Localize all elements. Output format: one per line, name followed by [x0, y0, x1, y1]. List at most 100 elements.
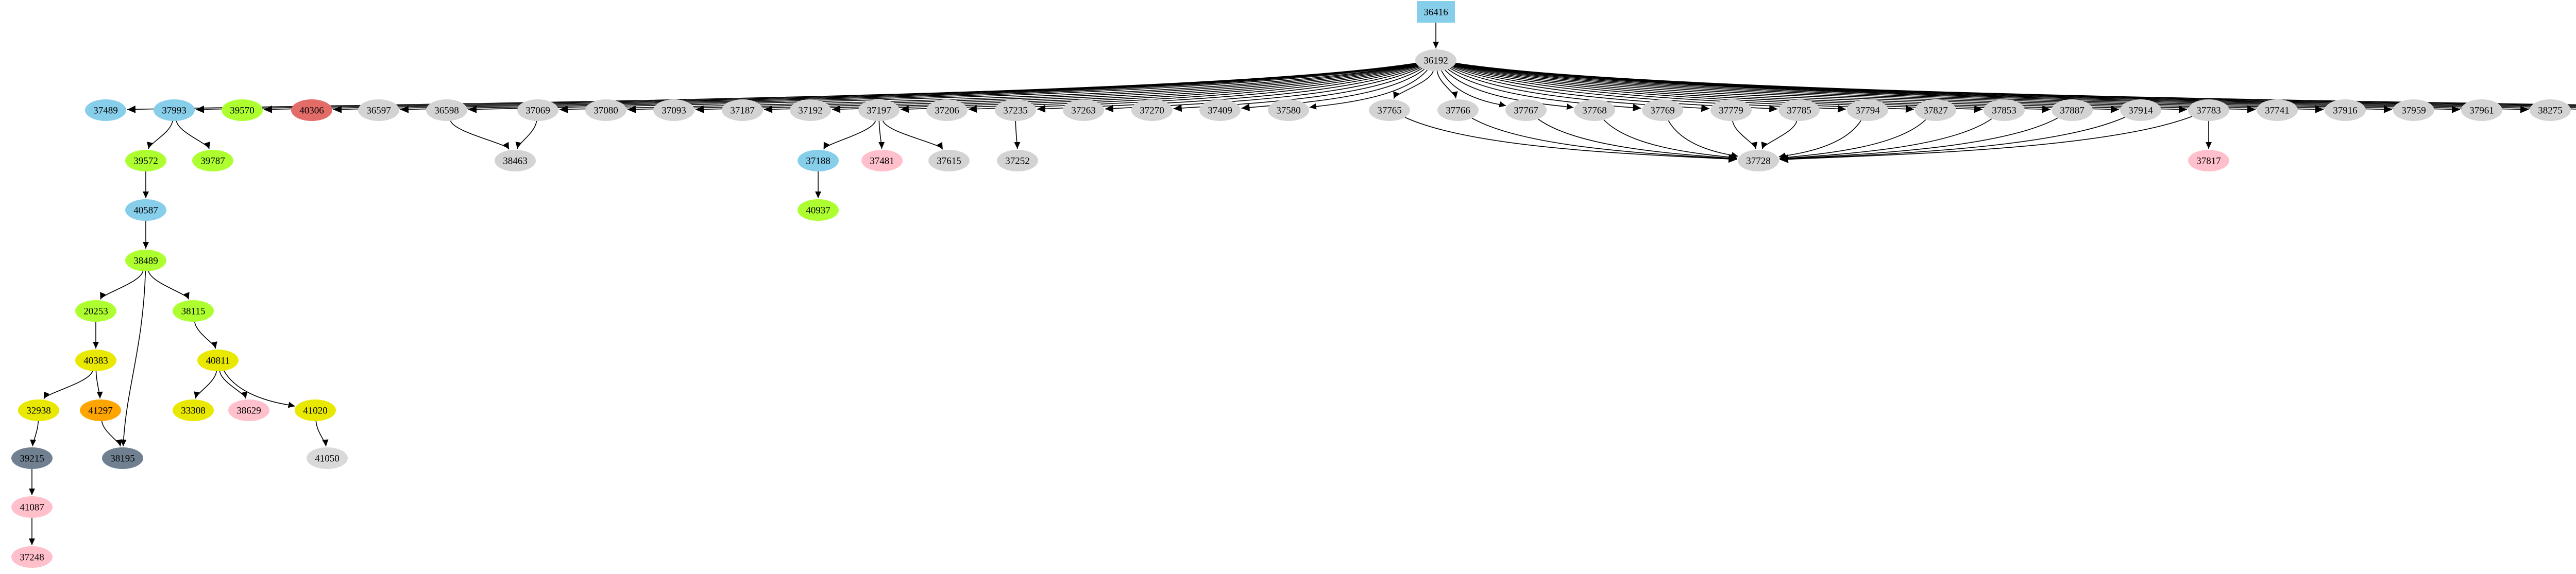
graph-node-37916[interactable]: 37916	[2325, 99, 2366, 121]
node-ellipse-37080[interactable]	[585, 99, 626, 121]
node-ellipse-36192[interactable]	[1415, 49, 1456, 71]
node-ellipse-37187[interactable]	[722, 99, 763, 121]
node-ellipse-41020[interactable]	[295, 399, 336, 421]
graph-node-37993[interactable]: 37993	[154, 99, 195, 121]
node-ellipse-41297[interactable]	[80, 399, 121, 421]
graph-node-37263[interactable]: 37263	[1063, 99, 1104, 121]
graph-node-37914[interactable]: 37914	[2120, 99, 2161, 121]
graph-node-37069[interactable]: 37069	[517, 99, 558, 121]
graph-node-37192[interactable]: 37192	[790, 99, 831, 121]
node-ellipse-39215[interactable]	[11, 447, 53, 469]
graph-node-37270[interactable]: 37270	[1131, 99, 1173, 121]
node-ellipse-38489[interactable]	[125, 250, 166, 271]
graph-node-36597[interactable]: 36597	[358, 99, 399, 121]
graph-node-37728[interactable]: 37728	[1738, 150, 1779, 171]
graph-node-32938[interactable]: 32938	[18, 399, 59, 421]
node-ellipse-38275[interactable]	[2530, 99, 2571, 121]
node-ellipse-40811[interactable]	[197, 350, 239, 371]
node-ellipse-39572[interactable]	[125, 150, 166, 171]
graph-node-37248[interactable]: 37248	[11, 546, 53, 568]
graph-node-20253[interactable]: 20253	[75, 300, 116, 322]
graph-node-40383[interactable]: 40383	[75, 350, 116, 371]
graph-node-37409[interactable]: 37409	[1199, 99, 1241, 121]
node-ellipse-37481[interactable]	[861, 150, 903, 171]
graph-node-41087[interactable]: 41087	[11, 496, 53, 518]
node-ellipse-36598[interactable]	[426, 99, 467, 121]
graph-node-36416[interactable]: 36416	[1417, 1, 1455, 23]
node-ellipse-37263[interactable]	[1063, 99, 1104, 121]
node-ellipse-37741[interactable]	[2257, 99, 2298, 121]
node-ellipse-40306[interactable]	[291, 99, 332, 121]
node-ellipse-37270[interactable]	[1131, 99, 1173, 121]
node-ellipse-37197[interactable]	[858, 99, 900, 121]
graph-node-37197[interactable]: 37197	[858, 99, 900, 121]
graph-node-37769[interactable]: 37769	[1642, 99, 1683, 121]
node-ellipse-36597[interactable]	[358, 99, 399, 121]
graph-node-36192[interactable]: 36192	[1415, 49, 1456, 71]
node-ellipse-37765[interactable]	[1369, 99, 1410, 121]
graph-node-39572[interactable]: 39572	[125, 150, 166, 171]
graph-node-33308[interactable]: 33308	[173, 399, 214, 421]
node-ellipse-40937[interactable]	[798, 199, 839, 221]
graph-node-37779[interactable]: 37779	[1710, 99, 1752, 121]
graph-node-37959[interactable]: 37959	[2393, 99, 2434, 121]
node-ellipse-37069[interactable]	[517, 99, 558, 121]
graph-node-38489[interactable]: 38489	[125, 250, 166, 271]
graph-node-37481[interactable]: 37481	[861, 150, 903, 171]
graph-node-37853[interactable]: 37853	[1984, 99, 2025, 121]
graph-node-40811[interactable]: 40811	[197, 350, 239, 371]
graph-node-37580[interactable]: 37580	[1268, 99, 1309, 121]
graph-node-39215[interactable]: 39215	[11, 447, 53, 469]
node-ellipse-37768[interactable]	[1574, 99, 1615, 121]
graph-node-38115[interactable]: 38115	[173, 300, 214, 322]
graph-node-39570[interactable]: 39570	[222, 99, 263, 121]
graph-node-37080[interactable]: 37080	[585, 99, 626, 121]
node-ellipse-37817[interactable]	[2188, 150, 2229, 171]
node-ellipse-37827[interactable]	[1915, 99, 1956, 121]
graph-node-37741[interactable]: 37741	[2257, 99, 2298, 121]
graph-node-37093[interactable]: 37093	[653, 99, 694, 121]
graph-node-37961[interactable]: 37961	[2461, 99, 2502, 121]
graph-node-41297[interactable]: 41297	[80, 399, 121, 421]
graph-node-37206[interactable]: 37206	[926, 99, 968, 121]
node-ellipse-37887[interactable]	[2052, 99, 2093, 121]
graph-node-38463[interactable]: 38463	[495, 150, 536, 171]
node-ellipse-37409[interactable]	[1199, 99, 1241, 121]
graph-node-37188[interactable]: 37188	[798, 150, 839, 171]
node-ellipse-37766[interactable]	[1437, 99, 1479, 121]
graph-node-37783[interactable]: 37783	[2188, 99, 2229, 121]
node-ellipse-37959[interactable]	[2393, 99, 2434, 121]
graph-node-40587[interactable]: 40587	[125, 199, 166, 221]
node-ellipse-41087[interactable]	[11, 496, 53, 518]
node-ellipse-37615[interactable]	[928, 150, 970, 171]
node-ellipse-37206[interactable]	[926, 99, 968, 121]
node-ellipse-37767[interactable]	[1505, 99, 1547, 121]
node-ellipse-38115[interactable]	[173, 300, 214, 322]
graph-node-37489[interactable]: 37489	[85, 99, 126, 121]
node-ellipse-37783[interactable]	[2188, 99, 2229, 121]
node-ellipse-37093[interactable]	[653, 99, 694, 121]
node-box-36416[interactable]	[1417, 1, 1455, 23]
graph-node-37767[interactable]: 37767	[1505, 99, 1547, 121]
node-ellipse-37252[interactable]	[997, 150, 1038, 171]
node-ellipse-37779[interactable]	[1710, 99, 1752, 121]
graph-node-37187[interactable]: 37187	[722, 99, 763, 121]
node-ellipse-20253[interactable]	[75, 300, 116, 322]
graph-node-37252[interactable]: 37252	[997, 150, 1038, 171]
node-ellipse-37235[interactable]	[995, 99, 1036, 121]
graph-node-37827[interactable]: 37827	[1915, 99, 1956, 121]
graph-node-37765[interactable]: 37765	[1369, 99, 1410, 121]
node-ellipse-40383[interactable]	[75, 350, 116, 371]
node-ellipse-39787[interactable]	[192, 150, 233, 171]
graph-node-37785[interactable]: 37785	[1778, 99, 1820, 121]
node-ellipse-38463[interactable]	[495, 150, 536, 171]
graph-node-37235[interactable]: 37235	[995, 99, 1036, 121]
node-ellipse-37769[interactable]	[1642, 99, 1683, 121]
graph-node-38195[interactable]: 38195	[102, 447, 143, 469]
node-ellipse-37853[interactable]	[1984, 99, 2025, 121]
graph-node-41050[interactable]: 41050	[307, 447, 348, 469]
graph-node-39787[interactable]: 39787	[192, 150, 233, 171]
node-ellipse-32938[interactable]	[18, 399, 59, 421]
node-ellipse-40587[interactable]	[125, 199, 166, 221]
node-ellipse-37785[interactable]	[1778, 99, 1820, 121]
